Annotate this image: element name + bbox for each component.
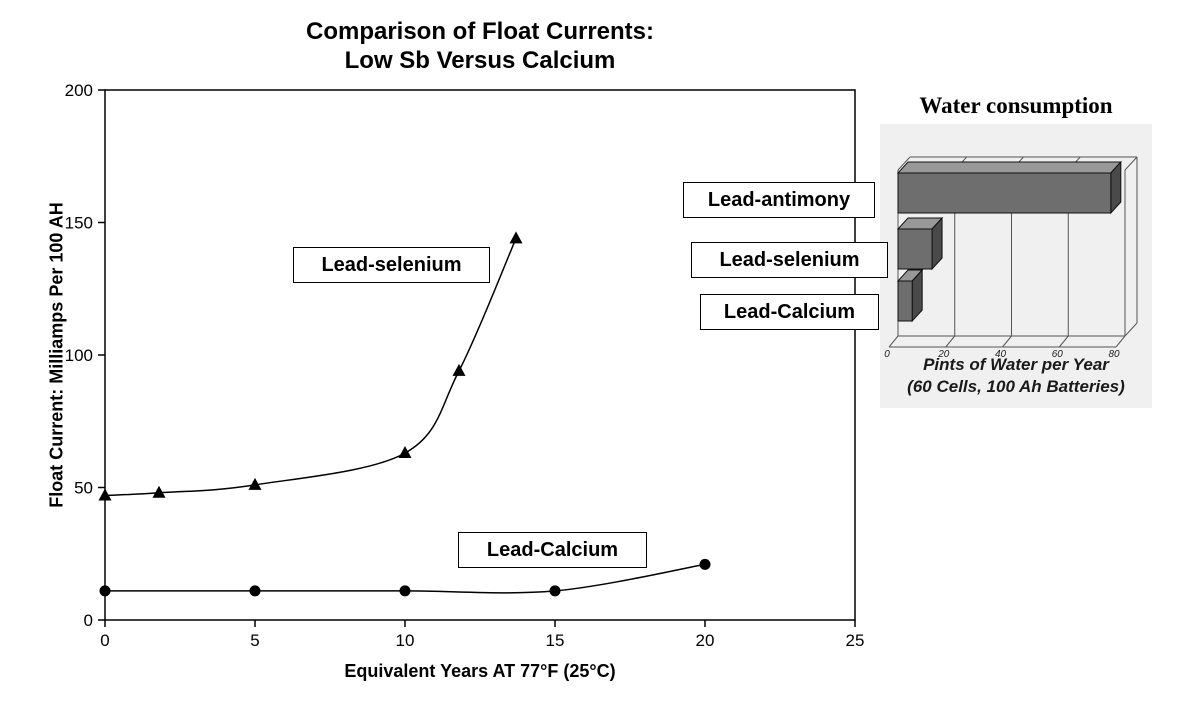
water-plot: 0 20 40 60 80: [880, 124, 1152, 408]
water-x-tick-label: 40: [995, 349, 1007, 360]
selenium-series-label: Lead-selenium: [293, 247, 490, 283]
water-floor-tick: [945, 335, 956, 348]
water-right-floor-edge: [1124, 322, 1138, 337]
water-floor-tick: [1058, 335, 1069, 348]
water-x-tick-label: 20: [937, 349, 950, 360]
y-tick-label: 100: [65, 346, 93, 365]
triangle-marker: [509, 231, 523, 244]
triangle-marker: [98, 488, 112, 501]
x-tick-label: 5: [250, 631, 259, 650]
triangle-marker: [152, 485, 166, 498]
circle-marker: [249, 585, 261, 597]
y-tick-label: 50: [74, 479, 93, 498]
x-axis-title: Equivalent Years AT 77°F (25°C): [344, 661, 616, 681]
x-tick-label: 10: [396, 631, 415, 650]
x-tick-label: 20: [696, 631, 715, 650]
main-plot: 0 5 10 15 20 25 0 50 100 150 200: [65, 81, 865, 650]
water-x-tick-label: 0: [884, 349, 890, 360]
y-tick-label: 150: [65, 214, 93, 233]
water-chart-title: Water consumption: [919, 93, 1113, 118]
water-chart-caption-line1: Pints of Water per Year: [923, 355, 1109, 374]
circle-marker: [549, 585, 561, 597]
water-bar-lead-antimony: [896, 160, 1122, 215]
water-floor-tick: [1115, 335, 1126, 348]
circle-marker: [99, 585, 111, 597]
water-label-selenium: Lead-selenium: [691, 242, 888, 278]
water-chart-caption: Pints of Water per Year (60 Cells, 100 A…: [880, 354, 1152, 398]
water-gridline-cap: [897, 156, 911, 171]
bar-front-face: [897, 280, 913, 322]
y-axis-title: Float Current: Milliamps Per 100 AH: [46, 202, 67, 508]
x-tick-label: 25: [846, 631, 865, 650]
y-tick-label: 200: [65, 81, 93, 100]
main-chart-title-line2: Low Sb Versus Calcium: [344, 46, 616, 74]
y-tick-label: 0: [84, 611, 93, 630]
triangle-marker: [452, 363, 466, 376]
selenium-series: [98, 231, 523, 501]
water-bar-lead-calcium: [896, 268, 924, 323]
calcium-series: [99, 558, 711, 597]
triangle-marker: [398, 446, 412, 459]
water-floor-tick: [1002, 335, 1012, 348]
calcium-series-label: Lead-Calcium: [458, 532, 647, 568]
main-chart-title: Comparison of Float Currents: Low Sb Ver…: [105, 18, 855, 76]
water-bar-lead-selenium: [896, 216, 944, 271]
water-label-calcium: Lead-Calcium: [700, 294, 879, 330]
water-label-antimony: Lead-antimony: [683, 182, 875, 218]
main-chart-title-line1: Comparison of Float Currents:: [305, 18, 654, 45]
bar-front-face: [897, 172, 1112, 214]
circle-marker: [699, 558, 711, 570]
x-tick-label: 0: [100, 631, 109, 650]
bar-front-face: [897, 228, 933, 270]
water-chart-caption-line2: (60 Cells, 100 Ah Batteries): [907, 377, 1125, 397]
circle-marker: [399, 585, 411, 597]
water-x-tick-label: 60: [1052, 349, 1064, 360]
bar-top-face: [896, 161, 1122, 174]
water-gridline-cap: [1124, 156, 1138, 171]
triangle-marker: [248, 477, 262, 490]
water-x-tick-label: 80: [1108, 349, 1120, 360]
water-floor-tick: [888, 335, 899, 348]
x-tick-label: 15: [546, 631, 565, 650]
